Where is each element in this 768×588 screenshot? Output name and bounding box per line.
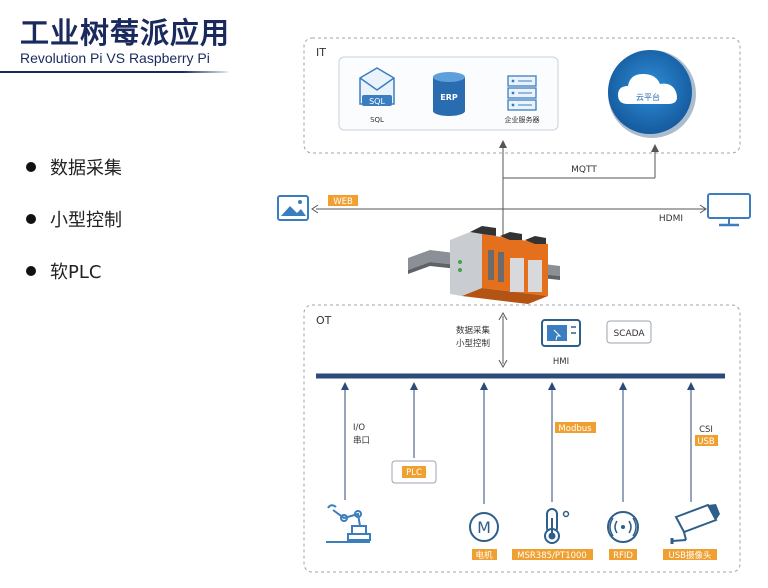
erp-icon: ERP xyxy=(433,72,465,116)
rfid-tag xyxy=(609,549,637,560)
server-icon xyxy=(507,75,537,111)
hmi-icon xyxy=(541,319,581,347)
scada-box xyxy=(606,320,652,344)
erp-icon-text: ERP xyxy=(440,93,458,102)
bullet-text: 小型控制 xyxy=(50,210,122,231)
ot-zone-border xyxy=(303,304,741,573)
camera-label: USB摄像头 xyxy=(669,550,712,561)
scada-label: SCADA xyxy=(613,329,645,339)
bullet-item: 小型控制 xyxy=(26,206,122,232)
it-zone-label: IT xyxy=(316,46,326,59)
rfid-label: RFID xyxy=(613,551,633,561)
sensor-tag xyxy=(512,549,593,560)
thermometer-icon xyxy=(544,508,570,544)
function-line-1: 数据采集 xyxy=(456,325,491,336)
web-label: WEB xyxy=(333,197,353,207)
bullet-dot xyxy=(26,162,36,172)
camera-tag xyxy=(663,549,717,560)
bullet-text: 软PLC xyxy=(50,262,102,283)
bullet-text: 数据采集 xyxy=(50,158,122,179)
usb-tag xyxy=(695,435,718,446)
function-line-2: 小型控制 xyxy=(456,338,490,349)
robot-arm-icon xyxy=(326,504,371,543)
page-subtitle: Revolution Pi VS Raspberry Pi xyxy=(20,50,210,66)
hdmi-label: HDMI xyxy=(659,214,683,224)
bullet-list: 数据采集 小型控制 软PLC xyxy=(26,154,122,310)
sensor-label: MSR385/PT1000 xyxy=(517,551,587,561)
sql-label: SQL xyxy=(370,116,384,124)
bullet-item: 软PLC xyxy=(26,258,122,284)
serial-label: 串口 xyxy=(353,436,370,446)
motor-icon xyxy=(469,512,499,542)
mqtt-label: MQTT xyxy=(571,165,597,175)
motor-label: 电机 xyxy=(475,550,493,561)
bullet-item: 数据采集 xyxy=(26,154,122,180)
io-label: I/O xyxy=(353,423,365,433)
motor-icon-text: M xyxy=(477,518,491,537)
image-icon xyxy=(277,195,309,221)
usb-label: USB xyxy=(697,437,715,447)
bullet-dot xyxy=(26,266,36,276)
title-underline xyxy=(0,71,228,73)
csi-label: CSI xyxy=(699,425,713,435)
rfid-icon xyxy=(607,511,639,543)
revolution-pi-device-icon xyxy=(408,226,560,304)
ot-zone-label: OT xyxy=(316,314,332,327)
server-label: 企业服务器 xyxy=(505,115,540,124)
plc-tag xyxy=(402,466,426,478)
page-title: 工业树莓派应用 xyxy=(20,16,231,50)
web-tag xyxy=(328,195,358,206)
camera-icon xyxy=(670,503,720,544)
bullet-dot xyxy=(26,214,36,224)
cloud-label: 云平台 xyxy=(636,92,660,102)
hmi-label: HMI xyxy=(553,357,569,367)
motor-tag xyxy=(472,549,497,560)
modbus-tag xyxy=(555,422,596,433)
cloud-icon: 云平台 xyxy=(608,50,696,138)
plc-label: PLC xyxy=(406,468,422,478)
database-icon: SQL xyxy=(359,67,395,106)
it-zone-border xyxy=(303,37,741,154)
modbus-label: Modbus xyxy=(558,424,592,434)
sql-icon-text: SQL xyxy=(369,97,385,106)
monitor-icon xyxy=(707,193,751,227)
